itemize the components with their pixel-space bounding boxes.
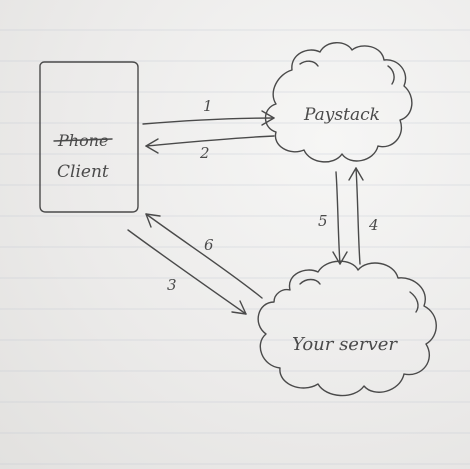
- arrow-4: 4: [348, 167, 379, 265]
- arrow-6-label: 6: [204, 236, 214, 254]
- arrow-3-label: 3: [167, 276, 177, 294]
- arrow-3: 3: [127, 229, 247, 315]
- servers-label: Your server: [292, 334, 398, 355]
- servers-cloud: [257, 260, 437, 397]
- arrow-2: 2: [145, 135, 275, 162]
- client-node: Phone Client: [39, 61, 139, 213]
- arrow-2-label: 2: [199, 144, 210, 162]
- arrow-6: 6: [145, 213, 263, 299]
- arrow-1-label: 1: [203, 97, 213, 115]
- client-label: Client: [57, 162, 109, 182]
- arrow-4-label: 4: [368, 216, 379, 234]
- paystack-node: Paystack: [264, 42, 413, 163]
- paystack-cloud: [264, 42, 413, 163]
- client-box: [39, 61, 139, 213]
- paystack-label: Paystack: [303, 105, 380, 125]
- arrow-5-label: 5: [318, 212, 328, 230]
- strikethrough-line: [53, 138, 113, 142]
- arrow-5: 5: [318, 171, 348, 265]
- servers-node: Your server: [257, 260, 437, 397]
- arrow-1: 1: [142, 97, 275, 126]
